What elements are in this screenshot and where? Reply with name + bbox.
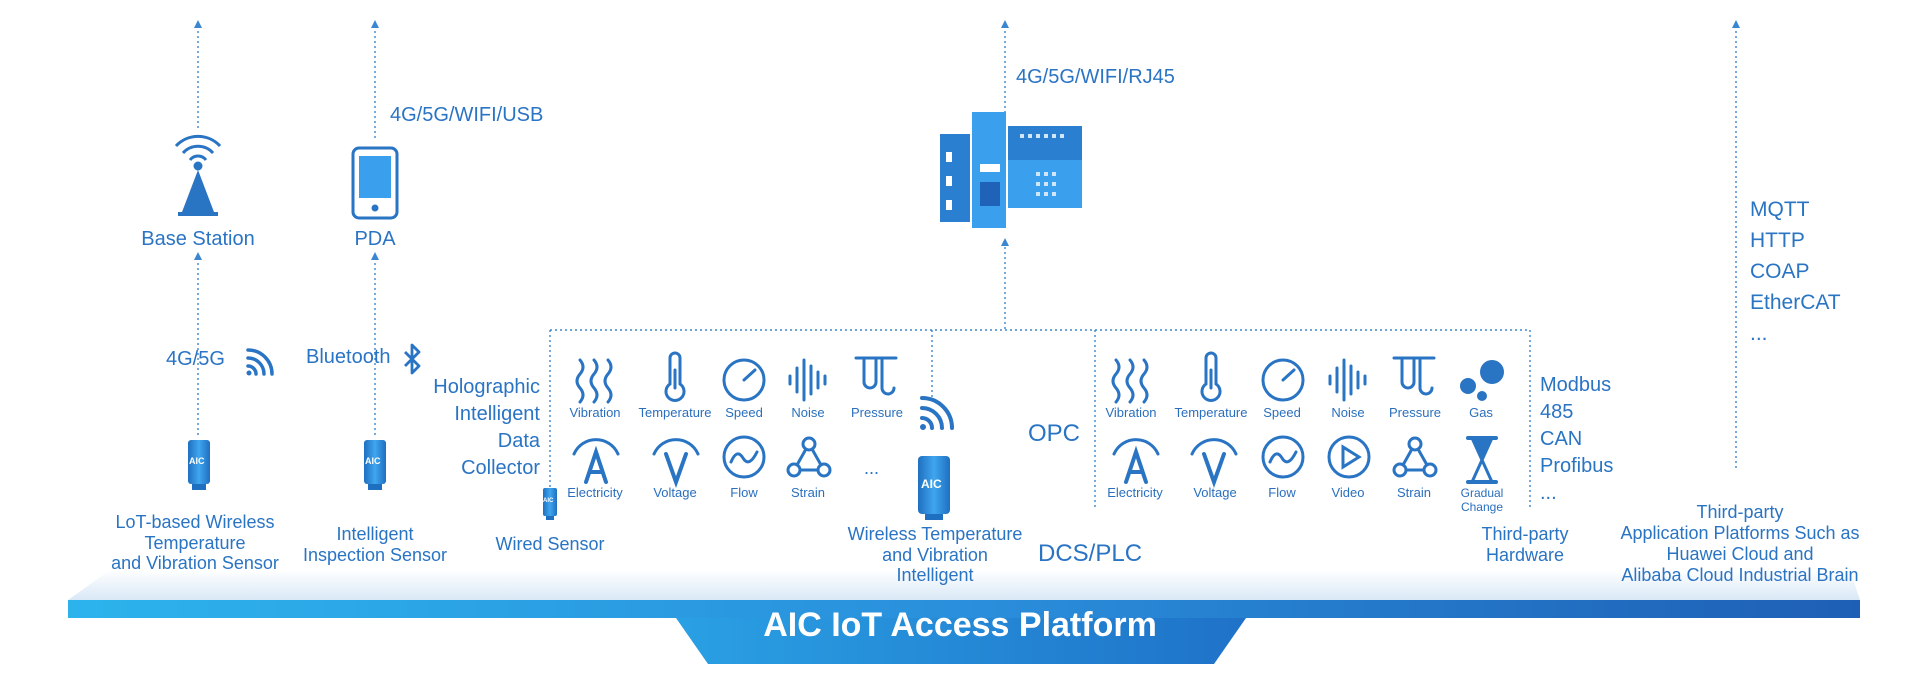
- temperature-icon: [664, 351, 686, 402]
- flow-icon: [722, 435, 766, 479]
- platform-band: [68, 600, 1860, 618]
- opc-label-strain: Strain: [1397, 485, 1431, 500]
- voltage-icon: [652, 438, 700, 488]
- platform-title: AIC IoT Access Platform: [763, 606, 1157, 644]
- opc-label-electricity: Electricity: [1107, 485, 1163, 500]
- base-station-icon: [174, 134, 222, 216]
- cellular-label: 4G/5G: [166, 348, 225, 370]
- label-flow: Flow: [730, 485, 758, 500]
- opc-voltage-icon: [1190, 438, 1238, 488]
- opc-strain-icon: [1392, 436, 1438, 478]
- label-voltage: Voltage: [653, 485, 697, 500]
- opc-vibration-icon: [1111, 358, 1149, 404]
- opc-label-temperature: Temperature: [1174, 405, 1248, 420]
- opc-label: OPC: [1028, 420, 1081, 447]
- opc-speed-icon: [1261, 358, 1305, 402]
- label-strain: Strain: [791, 485, 825, 500]
- aic-badge-left: AIC: [189, 456, 205, 466]
- aic-cylinder-left-icon: [188, 440, 210, 490]
- electricity-icon: [572, 438, 620, 484]
- opc-flow-icon: [1261, 435, 1305, 479]
- opc-gradual-change-icon: [1466, 436, 1498, 484]
- opc-label-voltage: Voltage: [1193, 485, 1237, 500]
- wifi-signal-center-icon: [920, 396, 954, 430]
- dcs-plc-label: DCS/PLC: [1038, 540, 1143, 567]
- opc-noise-icon: [1328, 358, 1367, 402]
- opc-label-pressure: Pressure: [1388, 405, 1442, 420]
- collector-icons: [572, 351, 898, 488]
- collector-more: ...: [864, 458, 880, 478]
- opc-electricity-icon: [1112, 438, 1160, 484]
- wired-sensor-label: Wired Sensor: [495, 534, 605, 554]
- bluetooth-label: Bluetooth: [306, 346, 391, 368]
- vibration-icon: [575, 358, 613, 404]
- label-temperature: Temperature: [638, 405, 712, 420]
- opc-icons: [1111, 351, 1498, 488]
- opc-label-video: Video: [1331, 485, 1365, 500]
- pda-label: PDA: [354, 228, 396, 250]
- pda-link-label: 4G/5G/WIFI/USB: [390, 104, 544, 126]
- platform-floor: [68, 570, 1860, 600]
- arrow-heads: [194, 20, 1740, 260]
- bluetooth-icon: [404, 343, 421, 375]
- aic-cylinder-wired-icon: [543, 488, 557, 520]
- platform-tab: [676, 618, 1246, 664]
- label-noise: Noise: [791, 405, 825, 420]
- opc-label-noise: Noise: [1331, 405, 1365, 420]
- aic-badge-center: AIC: [921, 477, 942, 491]
- aic-cylinder-center-icon: [918, 456, 950, 520]
- pda-icon: [351, 146, 399, 220]
- opc-label-flow: Flow: [1268, 485, 1296, 500]
- speed-icon: [722, 358, 766, 402]
- opc-video-icon: [1327, 435, 1371, 479]
- opc-gas-icon: [1460, 360, 1504, 401]
- base-station-label: Base Station: [141, 228, 255, 250]
- label-electricity: Electricity: [567, 485, 623, 500]
- aic-badge-pda: AIC: [365, 456, 381, 466]
- strain-icon: [786, 436, 832, 478]
- opc-pressure-icon: [1392, 356, 1436, 396]
- pressure-icon: [854, 356, 898, 396]
- dcs-link-label: 4G/5G/WIFI/RJ45: [1016, 66, 1175, 88]
- label-pressure: Pressure: [850, 405, 904, 420]
- aic-cylinder-pda-icon: [364, 440, 386, 490]
- dcs-plc-controller-icon: [940, 112, 1082, 228]
- opc-label-gas: Gas: [1469, 405, 1493, 420]
- aic-badge-wired: AIC: [543, 498, 554, 504]
- wifi-signal-icon: [246, 348, 274, 376]
- label-vibration: Vibration: [569, 405, 621, 420]
- opc-temperature-icon: [1200, 351, 1222, 402]
- label-speed: Speed: [725, 405, 763, 420]
- opc-label-vibration: Vibration: [1105, 405, 1157, 420]
- noise-icon: [788, 358, 827, 402]
- opc-label-speed: Speed: [1263, 405, 1301, 420]
- connector-lines: [197, 26, 1737, 510]
